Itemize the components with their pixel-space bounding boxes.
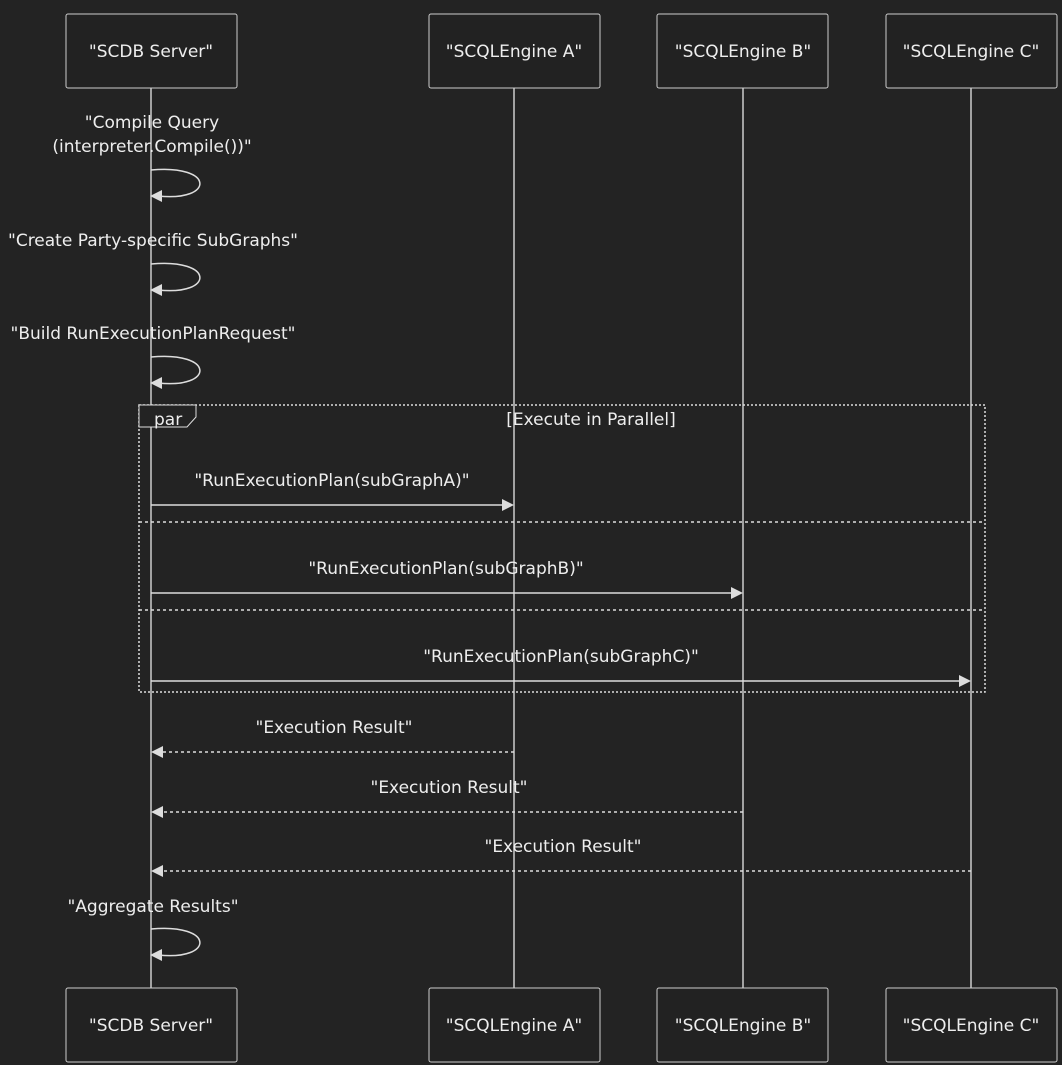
self-message-build-request: "Build RunExecutionPlanRequest": [11, 324, 296, 389]
message-result-b: "Execution Result": [151, 778, 743, 818]
self-message-create-subgraphs: "Create Party-specific SubGraphs": [8, 231, 298, 296]
actor-engine-b-top[interactable]: "SCQLEngine B": [656, 13, 829, 89]
actor-label: "SCQLEngine B": [675, 1016, 811, 1036]
actor-engine-c-bottom[interactable]: "SCQLEngine C": [885, 987, 1058, 1063]
message-result-a: "Execution Result": [151, 718, 514, 758]
par-frame: par [Execute in Parallel]: [138, 404, 986, 693]
actor-label: "SCDB Server": [89, 42, 213, 62]
actor-label: "SCQLEngine B": [675, 42, 811, 62]
actor-label: "SCQLEngine A": [446, 1016, 582, 1036]
message-label: "Build RunExecutionPlanRequest": [11, 324, 296, 344]
message-label: "RunExecutionPlan(subGraphC)": [423, 647, 699, 667]
message-label: "Create Party-specific SubGraphs": [8, 231, 298, 251]
message-label: "RunExecutionPlan(subGraphB)": [308, 559, 583, 579]
actor-engine-b-bottom[interactable]: "SCQLEngine B": [656, 987, 829, 1063]
message-run-b: "RunExecutionPlan(subGraphB)": [151, 559, 743, 599]
frame-keyword: par: [154, 410, 182, 430]
actor-label: "SCQLEngine A": [446, 42, 582, 62]
actor-label: "SCDB Server": [89, 1016, 213, 1036]
actor-engine-a-bottom[interactable]: "SCQLEngine A": [428, 987, 601, 1063]
message-label: "RunExecutionPlan(subGraphA)": [194, 471, 469, 491]
message-label: (interpreter.Compile())": [52, 137, 251, 157]
message-label: "Compile Query: [85, 113, 219, 133]
actor-scdb-top[interactable]: "SCDB Server": [65, 13, 238, 89]
message-label: "Aggregate Results": [67, 897, 238, 917]
self-message-aggregate: "Aggregate Results": [67, 897, 239, 961]
message-run-c: "RunExecutionPlan(subGraphC)": [151, 647, 971, 687]
actor-engine-a-top[interactable]: "SCQLEngine A": [428, 13, 601, 89]
actor-engine-c-top[interactable]: "SCQLEngine C": [885, 13, 1058, 89]
frame-condition: [Execute in Parallel]: [506, 410, 676, 430]
message-run-a: "RunExecutionPlan(subGraphA)": [151, 471, 514, 511]
message-result-c: "Execution Result": [151, 837, 971, 877]
message-label: "Execution Result": [371, 778, 528, 798]
message-label: "Execution Result": [485, 837, 642, 857]
actor-label: "SCQLEngine C": [903, 1016, 1040, 1036]
actor-label: "SCQLEngine C": [903, 42, 1040, 62]
message-label: "Execution Result": [256, 718, 413, 738]
self-message-compile: "Compile Query (interpreter.Compile())": [52, 113, 252, 202]
actor-scdb-bottom[interactable]: "SCDB Server": [65, 987, 238, 1063]
